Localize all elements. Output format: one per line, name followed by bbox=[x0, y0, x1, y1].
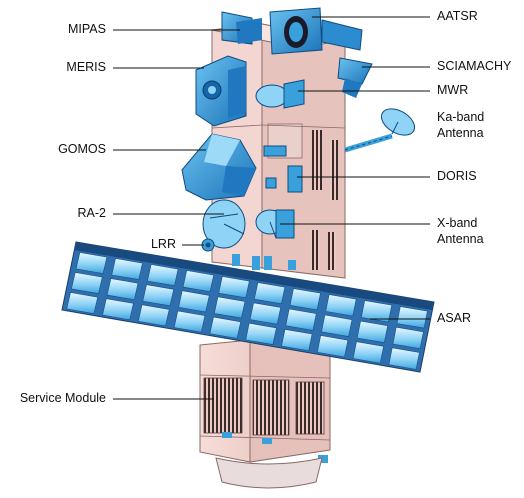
asar-panel-cell bbox=[137, 304, 170, 327]
service-module-body bbox=[199, 339, 331, 489]
asar-panel-cell bbox=[325, 294, 357, 317]
asar-panel-cell bbox=[173, 310, 206, 333]
ka-band-antenna bbox=[344, 108, 416, 153]
asar-panel-cell bbox=[106, 278, 139, 301]
asar-panel-cell bbox=[111, 258, 143, 280]
asar-panel-cell bbox=[178, 290, 210, 313]
label-asar: ASAR bbox=[437, 311, 472, 325]
asar-panel-cell bbox=[360, 300, 393, 323]
label-mwr: MWR bbox=[437, 83, 469, 97]
label-sciamachy: SCIAMACHY bbox=[437, 59, 512, 73]
label-gomos: GOMOS bbox=[58, 142, 106, 156]
meris-instrument bbox=[195, 55, 247, 127]
asar-panel-cell bbox=[66, 292, 99, 315]
mipas-instrument bbox=[221, 11, 262, 45]
asar-panel-cell bbox=[147, 264, 179, 287]
asar-panel-cell bbox=[285, 308, 317, 331]
label-ka-band-line1: Ka-band bbox=[437, 110, 485, 124]
label-mipas: MIPAS bbox=[68, 22, 106, 36]
asar-panel-cell bbox=[142, 284, 175, 307]
label-service-module: Service Module bbox=[19, 391, 106, 405]
label-ra2: RA-2 bbox=[77, 206, 106, 220]
leader-lines bbox=[113, 16, 430, 400]
asar-antenna-panel bbox=[61, 241, 435, 373]
lower-components bbox=[232, 254, 296, 270]
label-meris: MERIS bbox=[66, 60, 106, 74]
asar-panel-cell bbox=[213, 296, 246, 319]
asar-panel-cell bbox=[289, 288, 321, 311]
asar-panel-cells bbox=[66, 252, 428, 370]
label-ka-band-line2: Antenna bbox=[437, 126, 484, 140]
label-doris: DORIS bbox=[437, 169, 477, 183]
asar-panel-cell bbox=[356, 320, 389, 343]
asar-panel-cell bbox=[71, 272, 103, 294]
asar-panel-cell bbox=[281, 329, 313, 352]
asar-panel-cell bbox=[352, 341, 384, 364]
asar-panel-cell bbox=[321, 314, 353, 337]
label-aatsr: AATSR bbox=[437, 9, 478, 23]
asar-panel-cell bbox=[388, 347, 420, 370]
asar-panel-cell bbox=[102, 298, 134, 321]
asar-panel-cell bbox=[182, 270, 215, 293]
asar-panel-cell bbox=[75, 252, 108, 274]
label-lrr: LRR bbox=[150, 237, 176, 251]
asar-panel-cell bbox=[245, 322, 277, 345]
label-x-band-line2: Antenna bbox=[437, 232, 484, 246]
aatsr-instrument bbox=[269, 7, 363, 55]
doris-instrument bbox=[263, 145, 303, 193]
mwr-instrument bbox=[255, 79, 305, 109]
asar-panel-cell bbox=[209, 316, 242, 339]
asar-panel-cell bbox=[253, 282, 286, 305]
asar-panel-cell bbox=[392, 326, 424, 350]
asar-panel-cell bbox=[218, 276, 250, 299]
sciamachy-instrument bbox=[337, 57, 373, 98]
asar-panel-cell bbox=[316, 335, 349, 358]
asar-panel-cell bbox=[396, 306, 428, 329]
ra2-antenna bbox=[202, 199, 246, 249]
label-x-band-line1: X-band bbox=[437, 216, 478, 230]
asar-panel-cell bbox=[249, 302, 282, 325]
